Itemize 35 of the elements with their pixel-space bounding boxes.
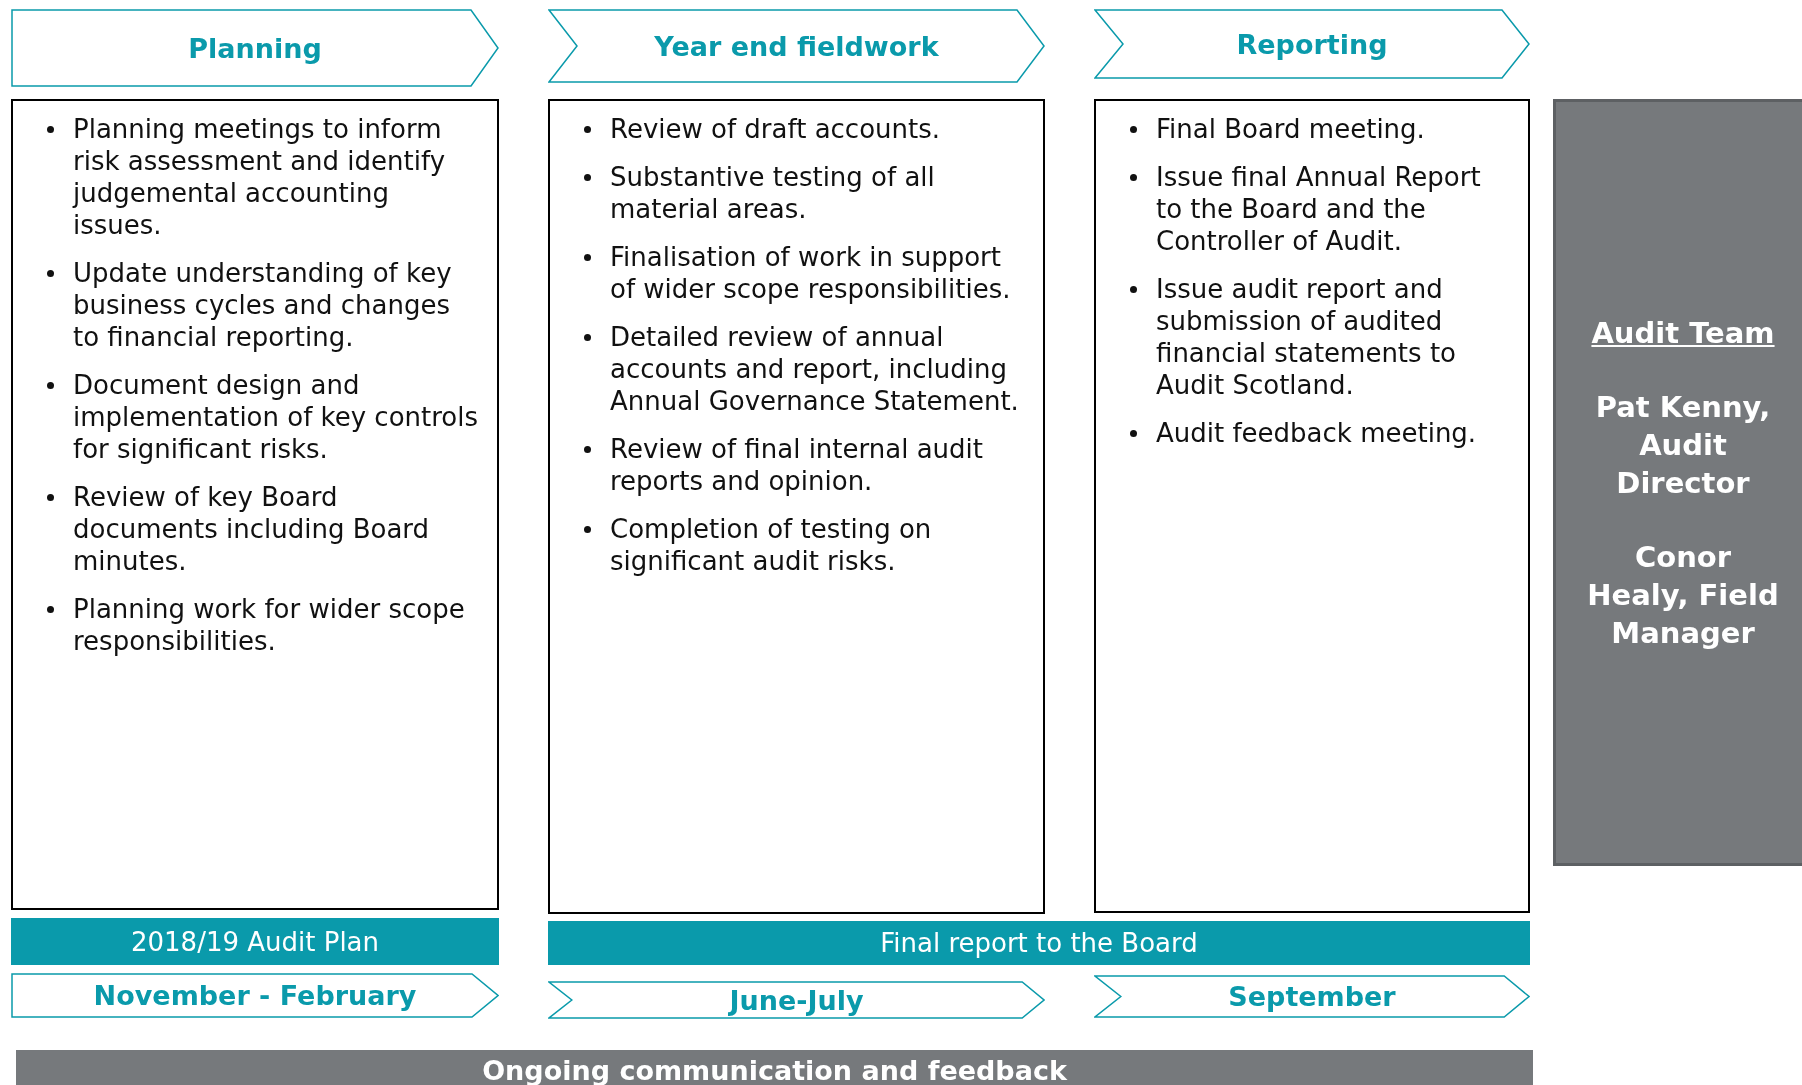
milestone-bar: 2018/19 Audit Plan <box>11 918 499 965</box>
team-heading: Audit Team <box>1591 314 1775 352</box>
task-list-panel <box>11 99 499 910</box>
footer-bar: Ongoing communication and feedback <box>16 1050 1533 1085</box>
bullet-item: Finalisation of work in support of wider scope responsibilities. <box>610 241 1012 305</box>
chevron-arrow-shape <box>1094 975 1530 1018</box>
bullet-item: Issue audit report and submission of audited financial statements to Audit Scotland. <box>1156 273 1457 401</box>
bullet-item: Final Board meeting. <box>1156 113 1425 145</box>
stage-label: June-July <box>729 984 864 1016</box>
chevron-arrow-shape <box>548 981 1045 1019</box>
bullet-item: Document design and implementation of key controls for significant risks. <box>73 369 480 465</box>
bullet-item: Completion of testing on significant audit risks. <box>610 513 933 577</box>
bullet-item: Planning meetings to inform risk assessment and identify judgemental accounting issues. <box>73 113 447 241</box>
bullet-item: Review of draft accounts. <box>610 113 941 145</box>
bullet-item: Substantive testing of all material areas. <box>610 161 936 225</box>
stage-label: Planning <box>188 32 322 64</box>
milestone-bar: Final report to the Board <box>548 921 1530 965</box>
chevron-arrow-shape <box>1094 9 1530 79</box>
bullet-item: Review of key Board documents including Board minutes. <box>73 481 431 577</box>
stage-label: Year end fieldwork <box>654 30 939 62</box>
chevron-arrow-shape <box>548 9 1045 83</box>
task-list-panel <box>548 99 1045 914</box>
bullet-item: Review of final internal audit reports and opinion. <box>610 433 984 497</box>
team-member: Conor Healy, Field Manager <box>1586 538 1780 652</box>
bullet-item: Update understanding of key business cycles and changes to financial reporting. <box>73 257 453 353</box>
bullet-item: Audit feedback meeting. <box>1156 417 1477 449</box>
bullet-item: Planning work for wider scope responsibilities. <box>73 593 466 657</box>
task-list-panel <box>1094 99 1530 913</box>
stage-label: Reporting <box>1236 28 1388 60</box>
bullet-item: Detailed review of annual accounts and report, including Annual Governance Statement. <box>610 321 1020 417</box>
stage-label: November - February <box>93 980 417 1011</box>
stage-label: September <box>1228 981 1396 1012</box>
team-panel <box>1553 99 1802 866</box>
team-member: Pat Kenny, Audit Director <box>1594 388 1772 502</box>
bullet-item: Issue final Annual Report to the Board and the Controller of Audit. <box>1156 161 1482 257</box>
